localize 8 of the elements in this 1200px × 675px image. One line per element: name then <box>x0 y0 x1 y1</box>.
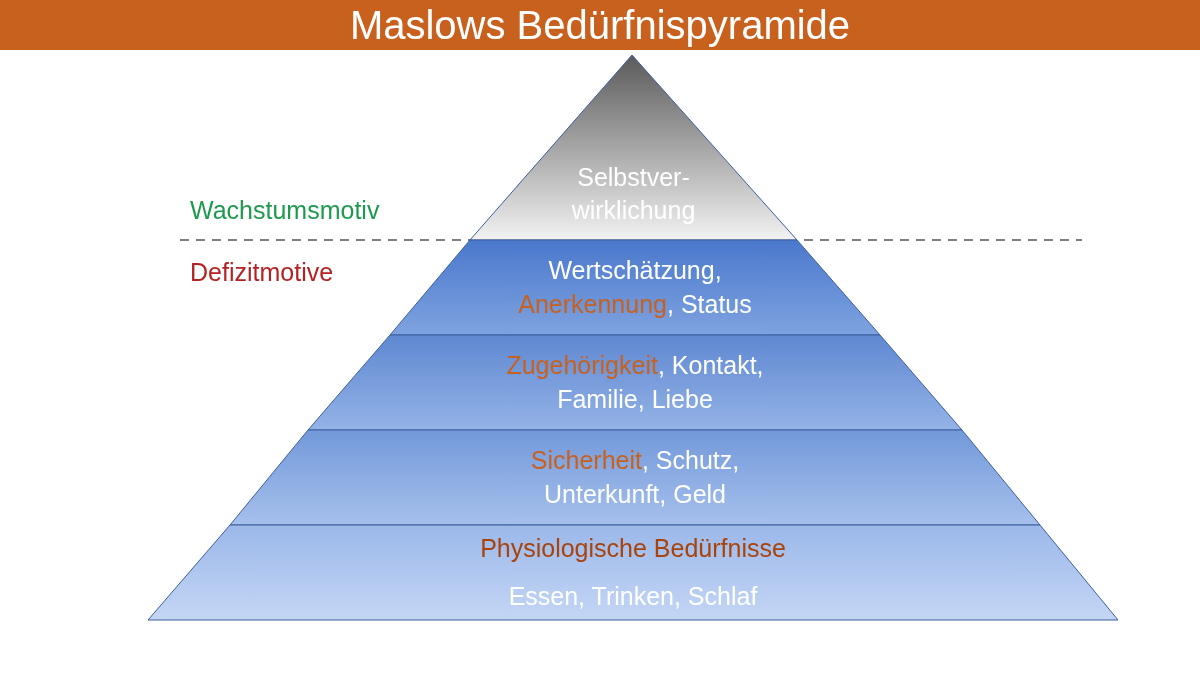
level-text: Essen, Trinken, Schlaf <box>508 580 758 612</box>
level-text: Zugehörigkeit, Kontakt, Familie, Liebe <box>505 349 765 415</box>
level-text: Sicherheit, Schutz, Unterkunft, Geld <box>529 444 741 510</box>
title-bar: Maslows Bedürfnispyramide <box>0 0 1200 50</box>
level-text: Wertschätzung, Anerkennung, Status <box>517 254 753 320</box>
side-label: Defizitmotive <box>190 258 334 287</box>
level-text: Physiologische Bedürfnisse <box>480 532 786 564</box>
side-label: Wachstumsmotiv <box>190 196 380 225</box>
